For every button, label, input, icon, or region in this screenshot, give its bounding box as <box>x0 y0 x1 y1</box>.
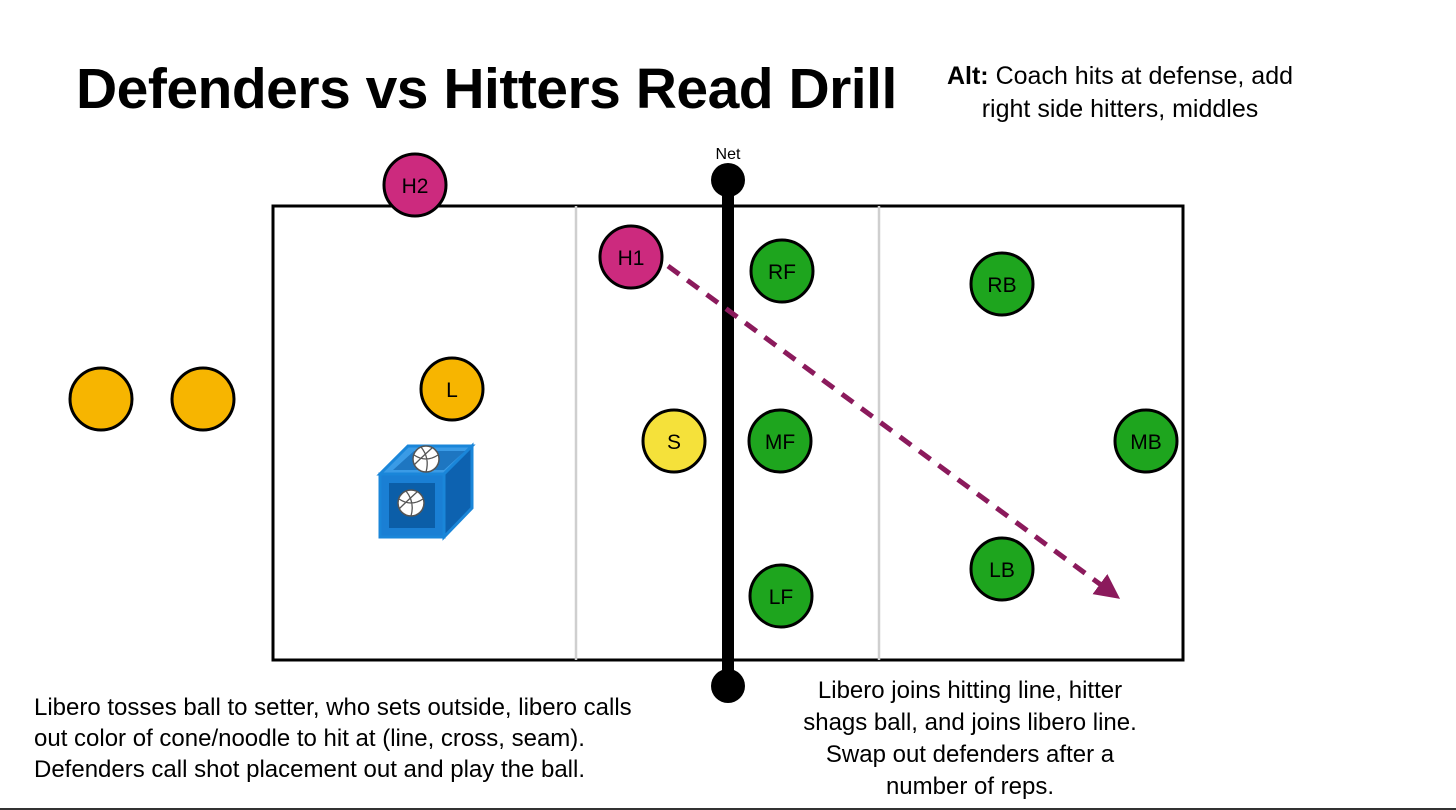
alt-note-line2: right side hitters, middles <box>981 95 1259 123</box>
volleyball-cart-icon[interactable] <box>376 442 476 541</box>
bottom-divider <box>0 808 1456 810</box>
player-lb-label: LB <box>989 559 1015 582</box>
player-rb-label: RB <box>987 274 1016 297</box>
note-left-line: out color of cone/noodle to hit at (line… <box>34 725 585 752</box>
alt-note: Alt: Coach hits at defense, add right si… <box>905 60 1335 126</box>
player-lf[interactable]: LF <box>748 563 814 629</box>
note-left-line: Libero tosses ball to setter, who sets o… <box>34 694 632 721</box>
player-rf-label: RF <box>768 261 796 284</box>
player-h2-label: H2 <box>402 175 429 198</box>
player-lb[interactable]: LB <box>969 536 1035 602</box>
note-right-line: Swap out defenders after a <box>825 741 1115 768</box>
note-right-line: number of reps. <box>885 773 1055 800</box>
player-h1[interactable]: H1 <box>598 224 664 290</box>
hit-direction-arrow <box>666 263 1121 599</box>
player-rf[interactable]: RF <box>749 238 815 304</box>
alt-note-line1: Coach hits at defense, add <box>988 62 1294 90</box>
net-post-top <box>711 163 745 197</box>
note-right-line: shags ball, and joins libero line. <box>803 709 1137 736</box>
player-h1-label: H1 <box>618 247 645 270</box>
player-mb[interactable]: MB <box>1113 408 1179 474</box>
net-label: Net <box>716 146 741 163</box>
volleyball-icon <box>397 489 425 517</box>
page-title: Defenders vs Hitters Read Drill <box>76 57 897 121</box>
player-mf[interactable]: MF <box>747 408 813 474</box>
net-post-bottom <box>711 669 745 703</box>
volleyball-icon <box>412 445 440 473</box>
waiting-libero-2[interactable] <box>170 366 236 432</box>
player-lf-label: LF <box>769 586 794 609</box>
player-rb[interactable]: RB <box>969 251 1035 317</box>
note-left-line: Defenders call shot placement out and pl… <box>34 756 586 783</box>
note-right-line: Libero joins hitting line, hitter <box>817 677 1123 704</box>
player-h2[interactable]: H2 <box>382 152 448 218</box>
player-setter-label: S <box>667 431 681 454</box>
waiting-libero-1[interactable] <box>68 366 134 432</box>
instruction-note-left: Libero tosses ball to setter, who sets o… <box>34 692 734 785</box>
player-mf-label: MF <box>765 431 795 454</box>
player-setter[interactable]: S <box>641 408 707 474</box>
player-libero[interactable]: L <box>419 356 485 422</box>
alt-note-label: Alt: <box>946 62 989 90</box>
player-mb-label: MB <box>1130 431 1162 454</box>
player-libero-label: L <box>446 379 458 402</box>
instruction-note-right: Libero joins hitting line, hitter shags … <box>760 675 1180 803</box>
